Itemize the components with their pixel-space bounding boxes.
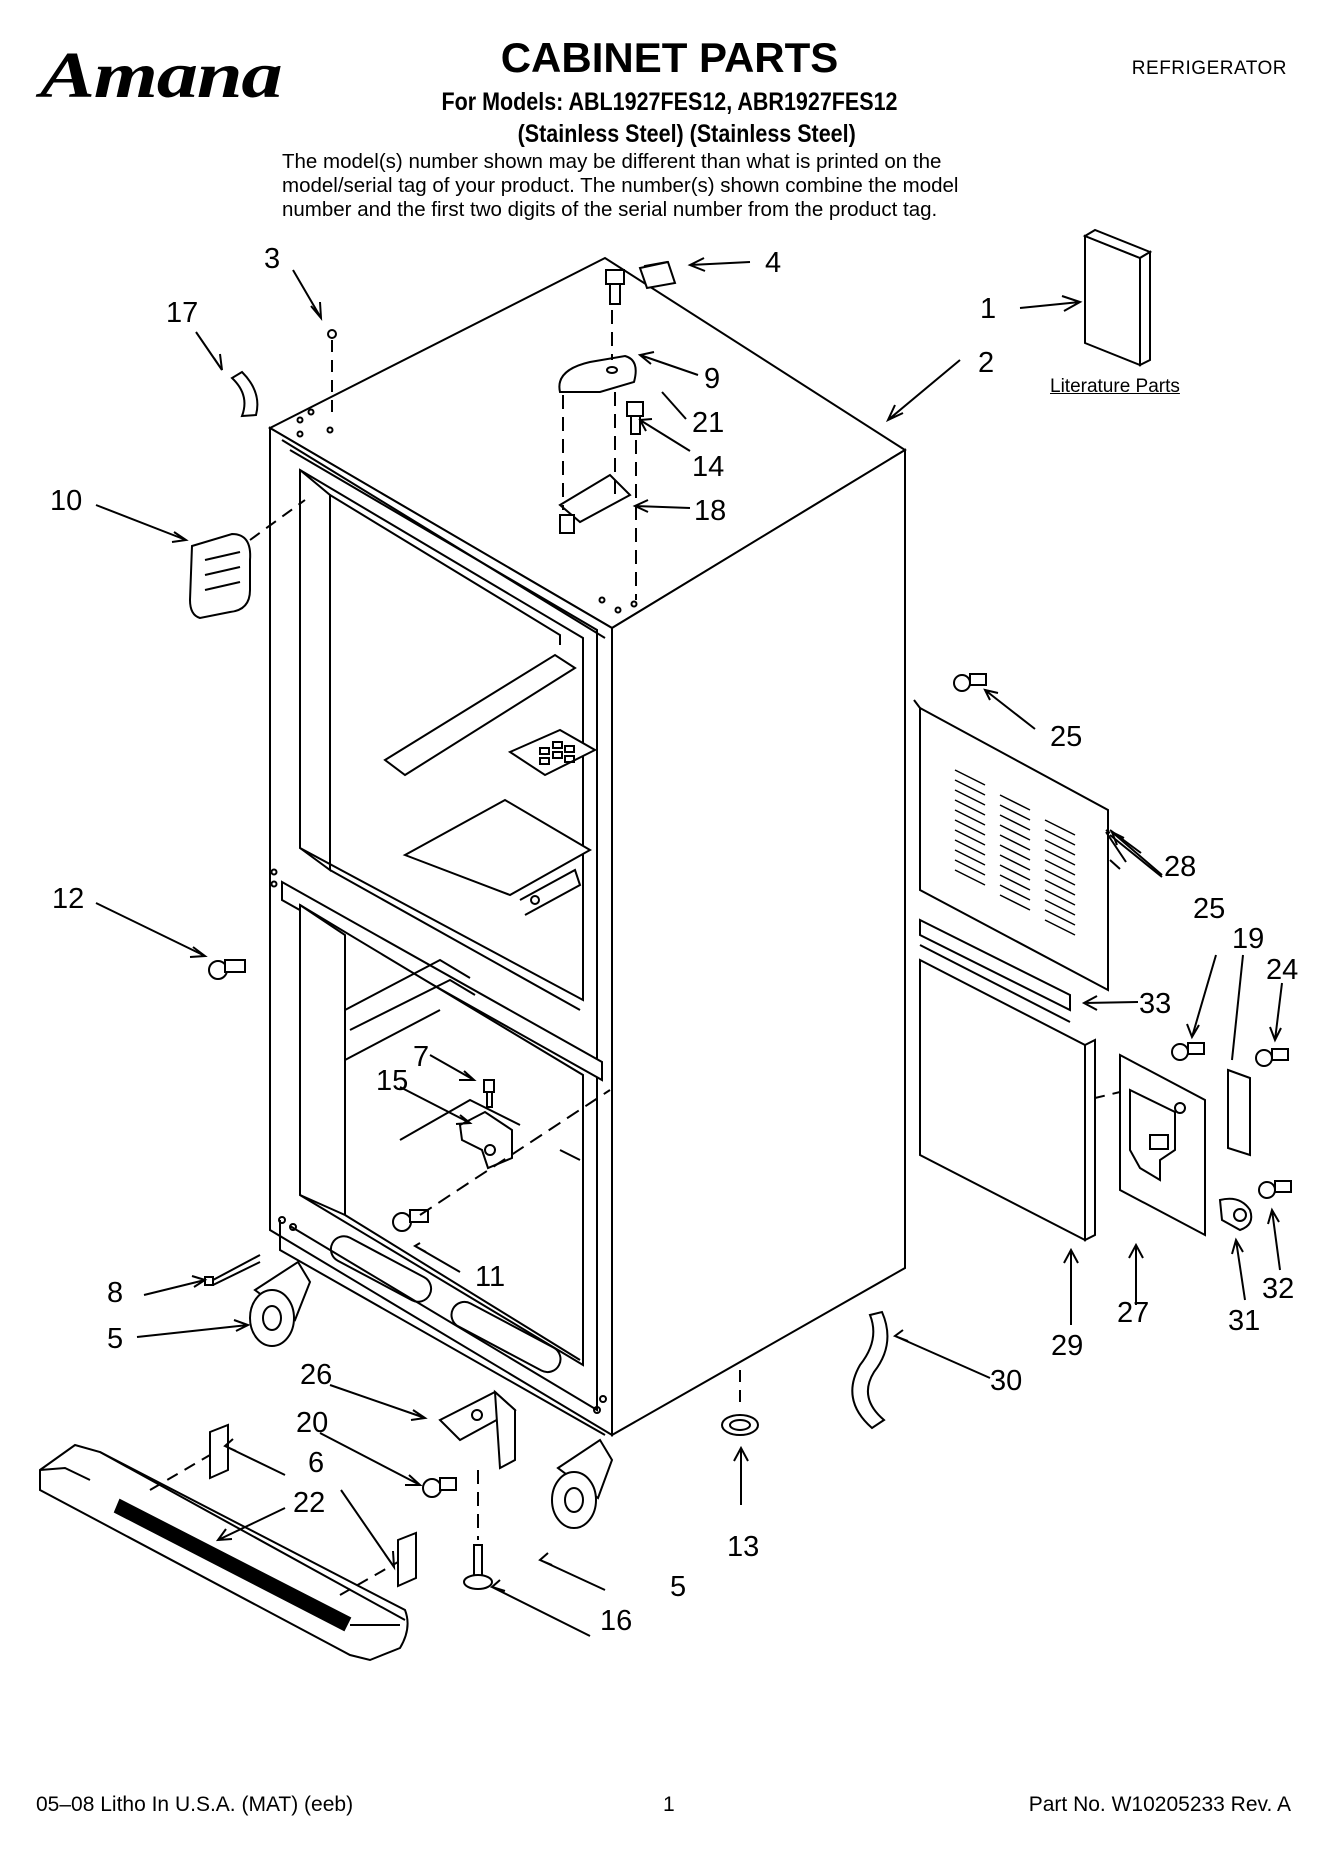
callout-11: 11 — [475, 1261, 505, 1293]
callout-10: 10 — [50, 485, 82, 517]
relay-bracket — [1119, 1053, 1206, 1237]
callout-labels: 1 2 3 4 5 5 6 7 8 9 10 11 12 13 14 15 16… — [50, 243, 1298, 1637]
callout-22: 22 — [293, 1487, 325, 1519]
callout-18: 18 — [694, 495, 726, 527]
callout-21: 21 — [692, 407, 724, 439]
caster-right — [551, 1438, 614, 1529]
front-grille — [39, 1443, 409, 1662]
models-line: For Models: ABL1927FES12, ABR1927FES12 — [441, 88, 898, 116]
callout-27: 27 — [1117, 1297, 1149, 1329]
callout-2: 2 — [978, 347, 994, 379]
callout-26: 26 — [300, 1359, 332, 1391]
callout-leaders — [95, 257, 1283, 1637]
cabinet-body — [267, 256, 907, 1437]
literature-book — [1082, 228, 1153, 367]
callout-4: 4 — [765, 247, 781, 279]
model-note-line: The model(s) number shown may be differe… — [282, 150, 942, 173]
finish-line: (Stainless Steel) (Stainless Steel) — [517, 120, 856, 148]
temperature-control — [188, 499, 306, 620]
page-title: CABINET PARTS — [500, 34, 839, 81]
callout-16: 16 — [600, 1605, 632, 1637]
model-note-line: number and the first two digits of the s… — [282, 198, 938, 221]
callout-5a: 5 — [107, 1323, 123, 1355]
callout-25a: 25 — [1050, 721, 1082, 753]
leveling-bracket — [438, 1389, 517, 1470]
product-category: REFRIGERATOR — [1131, 58, 1287, 79]
callout-20: 20 — [296, 1407, 328, 1439]
callout-19: 19 — [1232, 923, 1264, 955]
callout-8: 8 — [107, 1277, 123, 1309]
callout-15: 15 — [376, 1065, 408, 1097]
callout-14: 14 — [692, 451, 724, 483]
callout-9: 9 — [704, 363, 720, 395]
callout-28: 28 — [1164, 851, 1196, 883]
screw-8 — [204, 1254, 261, 1286]
literature-parts-label: Literature Parts — [1050, 376, 1180, 397]
callout-6: 6 — [308, 1447, 324, 1479]
callout-31: 31 — [1228, 1305, 1260, 1337]
access-panel — [913, 699, 1109, 992]
callout-1: 1 — [980, 293, 996, 325]
brand-logo: Amana — [40, 39, 283, 112]
callout-32: 32 — [1262, 1273, 1294, 1305]
callout-12: 12 — [52, 883, 84, 915]
callout-33: 33 — [1139, 988, 1171, 1020]
screw-12 — [208, 959, 246, 980]
callout-17: 17 — [166, 297, 198, 329]
page-number: 1 — [663, 1793, 675, 1816]
model-note-line: model/serial tag of your product. The nu… — [282, 174, 959, 197]
model-note: The model(s) number shown may be differe… — [282, 150, 1072, 222]
callout-24: 24 — [1266, 954, 1298, 986]
caster-left — [249, 1260, 312, 1347]
print-info: 05–08 Litho In U.S.A. (MAT) (eeb) — [36, 1793, 354, 1816]
part-number: Part No. W10205233 Rev. A — [1028, 1793, 1291, 1816]
callout-25b: 25 — [1193, 893, 1225, 925]
callout-29: 29 — [1051, 1330, 1083, 1362]
callout-3: 3 — [264, 243, 280, 275]
callout-5b: 5 — [670, 1571, 686, 1603]
callout-30: 30 — [990, 1365, 1022, 1397]
callout-13: 13 — [727, 1531, 759, 1563]
callout-7: 7 — [413, 1041, 429, 1073]
